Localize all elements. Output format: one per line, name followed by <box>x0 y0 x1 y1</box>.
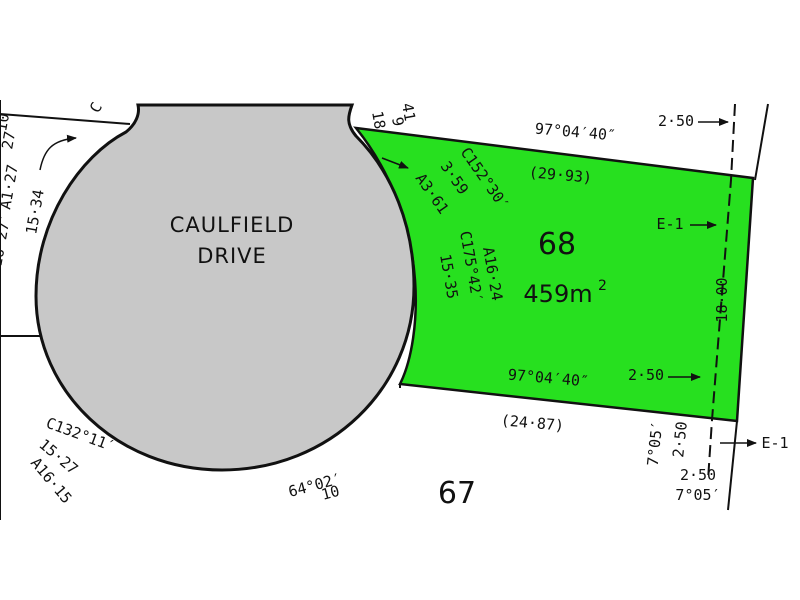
left-lot-arc-pointer <box>39 134 77 171</box>
top-partial-c: 9 <box>388 116 407 128</box>
east-length: 18·00 <box>713 277 731 322</box>
easement-width-upper-bottom: 2·50 <box>628 366 664 384</box>
easement-label-upper: E-1 <box>656 215 683 233</box>
right-boundary-lower <box>727 420 738 511</box>
street-name-line-2: DRIVE <box>197 244 267 268</box>
top-partial-a: 18 <box>368 110 389 131</box>
lot-67-number: 67 <box>438 476 476 511</box>
lot-68-number: 68 <box>538 227 576 262</box>
lot-68-area-power: 2 <box>598 278 607 294</box>
lot-68-area: 459m <box>523 280 592 308</box>
easement-width-right-b: 2·50 <box>680 466 716 484</box>
easement-width-right-a: 2·50 <box>669 421 691 459</box>
easement-line-upper <box>707 103 736 481</box>
north-length: (29·93) <box>528 163 593 186</box>
south-length: (24·87) <box>500 411 565 434</box>
easement-width-upper-top: 2·50 <box>658 112 694 130</box>
corner-arc-pointer <box>381 157 409 169</box>
easement-bearing-right-a: 7°05′ <box>644 420 667 467</box>
left-lot-top-boundary <box>0 113 131 125</box>
caulfield-drive-road <box>34 103 416 472</box>
easement-label-lower: E-1 <box>761 434 788 452</box>
lot-67-length-partial: 10 <box>319 482 341 504</box>
left-lot-partial-a: 27 <box>0 130 19 151</box>
easement-bearing-right-b: 7°05′ <box>675 486 720 504</box>
right-boundary-upper <box>754 103 769 181</box>
left-lot-partial-b: 10 <box>0 112 13 133</box>
street-name-line-1: CAULFIELD <box>170 213 295 237</box>
top-partial-b: 41 <box>398 102 419 123</box>
